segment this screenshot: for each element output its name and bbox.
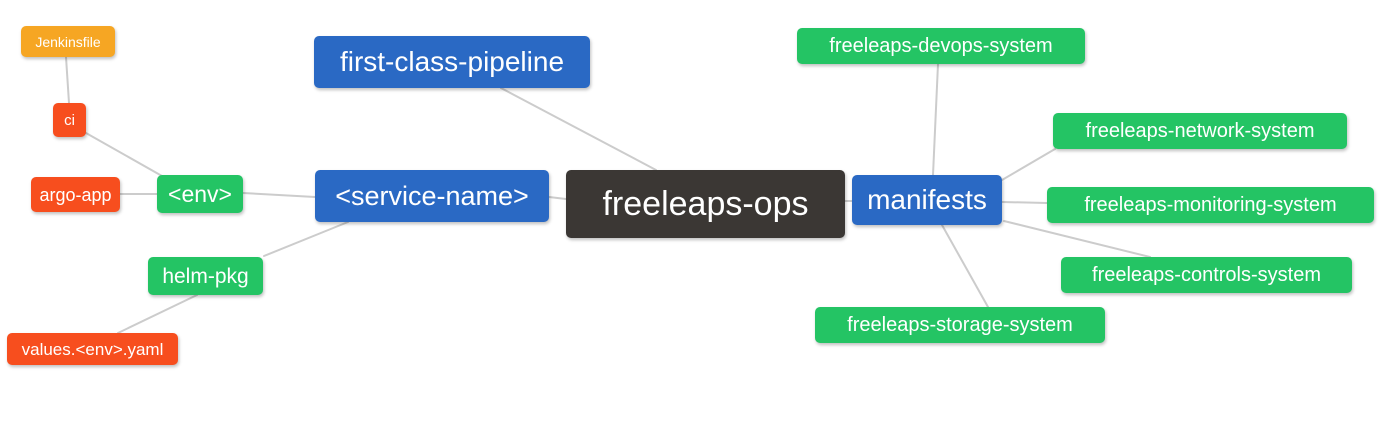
edge-jenkinsfile-to-ci	[65, 56, 70, 104]
node-freeleaps-ops[interactable]: freeleaps-ops	[566, 170, 845, 238]
node-freeleaps-network-system[interactable]: freeleaps-network-system	[1053, 113, 1347, 149]
edge-manifests-to-freeleaps-network-system	[1001, 148, 1056, 181]
edge-service-name-to-freeleaps-ops	[548, 196, 567, 200]
node-jenkinsfile[interactable]: Jenkinsfile	[21, 26, 115, 57]
node-service-name[interactable]: <service-name>	[315, 170, 549, 222]
node-first-class-pipeline[interactable]: first-class-pipeline	[314, 36, 590, 88]
node-freeleaps-monitoring-system[interactable]: freeleaps-monitoring-system	[1047, 187, 1374, 223]
edge-first-class-pipeline-to-freeleaps-ops	[500, 87, 657, 171]
edge-env-to-service-name	[242, 192, 316, 198]
edge-values-env-yaml-to-helm-pkg	[117, 294, 198, 334]
node-ci[interactable]: ci	[53, 103, 86, 137]
node-freeleaps-devops-system[interactable]: freeleaps-devops-system	[797, 28, 1085, 64]
node-values-env-yaml[interactable]: values.<env>.yaml	[7, 333, 178, 365]
edge-manifests-to-freeleaps-controls-system	[1003, 220, 1151, 258]
node-env[interactable]: <env>	[157, 175, 243, 213]
edge-manifests-to-freeleaps-storage-system	[941, 224, 989, 308]
node-argo-app[interactable]: argo-app	[31, 177, 120, 212]
node-freeleaps-controls-system[interactable]: freeleaps-controls-system	[1061, 257, 1352, 293]
node-freeleaps-storage-system[interactable]: freeleaps-storage-system	[815, 307, 1105, 343]
edge-manifests-to-freeleaps-devops-system	[932, 63, 939, 176]
edge-ci-to-env	[85, 132, 163, 177]
node-manifests[interactable]: manifests	[852, 175, 1002, 225]
node-helm-pkg[interactable]: helm-pkg	[148, 257, 263, 295]
edge-manifests-to-freeleaps-monitoring-system	[1001, 201, 1048, 204]
edge-helm-pkg-to-service-name	[263, 221, 349, 257]
